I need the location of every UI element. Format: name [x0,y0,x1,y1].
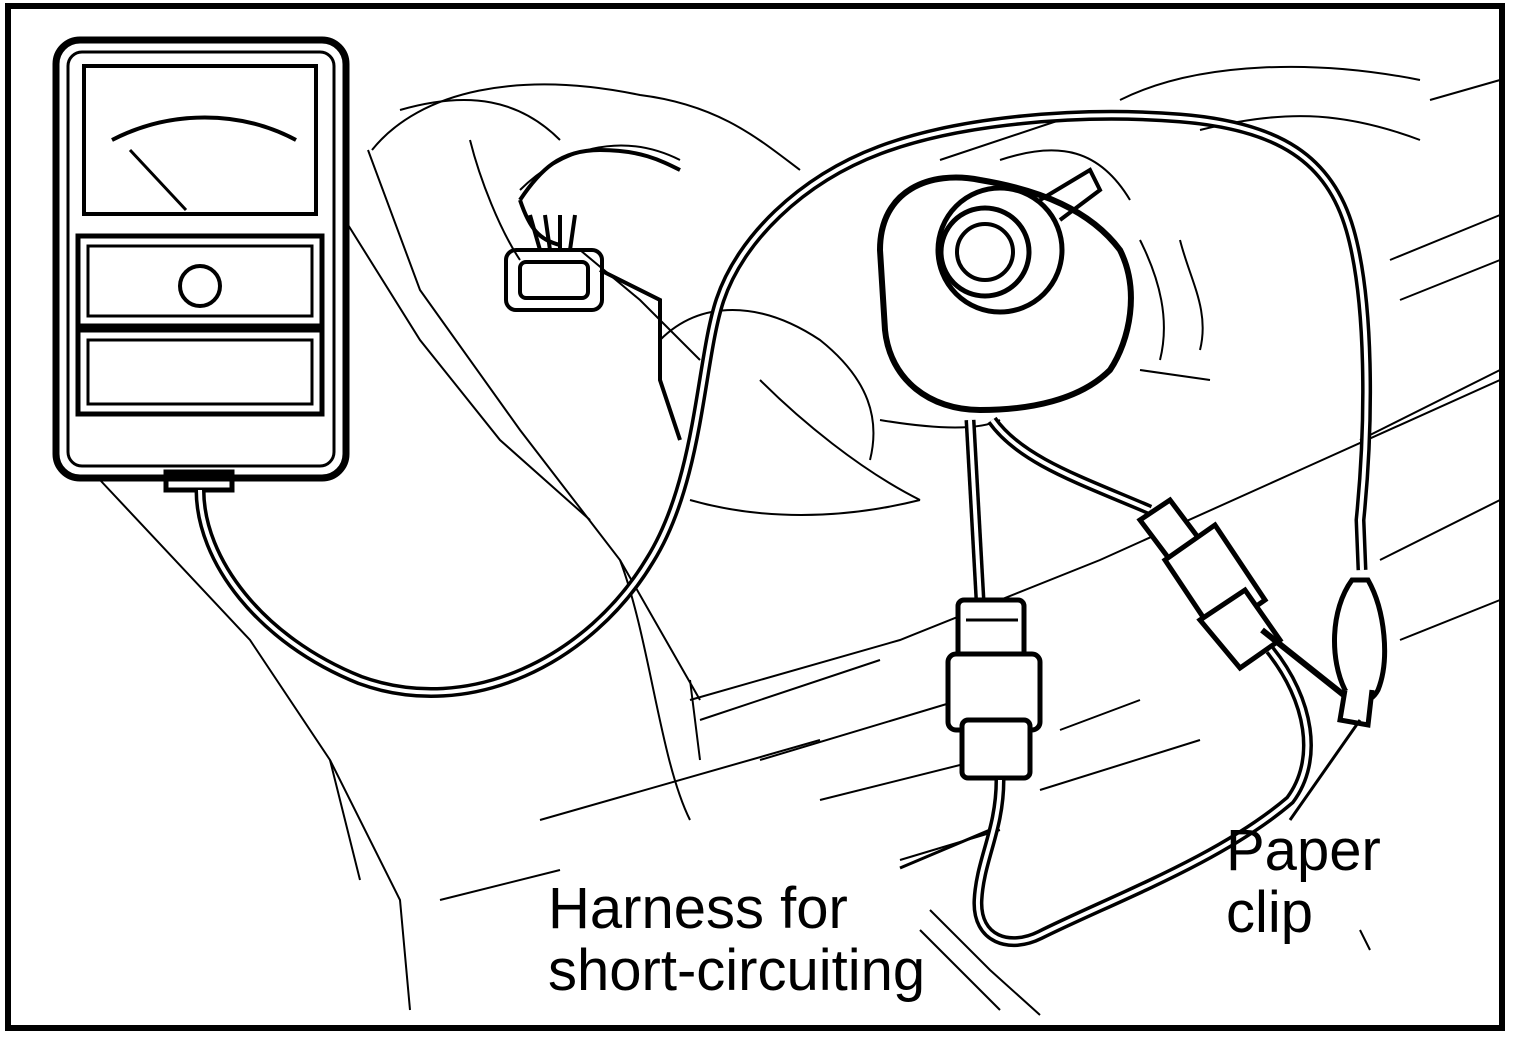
tester-meter [52,36,350,493]
meter-body [52,36,350,482]
engine-bay-background [99,65,1501,1016]
meter-inner-frame [66,50,336,468]
paper-clip-label-line1: Paper [1226,818,1381,883]
alligator-clip [1332,577,1388,728]
meter-lead-wire [194,109,1373,698]
harness-label-line1: Harness for [548,876,848,941]
meter-needle [128,148,188,212]
right-connector-pair [1136,496,1284,672]
round-sensor [876,167,1134,414]
meter-panel-lower [75,327,325,417]
meter-panel-upper-inner [86,244,314,318]
paper-clip-label-line2: clip [1226,880,1314,945]
short-circuit-harness [972,627,1352,948]
check-connector [504,147,682,441]
harness-label: Harness for short-circuiting [548,878,925,1002]
sensor-harness-wires [964,416,1153,601]
left-connector-pair [945,597,1043,781]
paper-clip-label: Paper clip [1226,820,1381,944]
meter-knob [178,264,222,308]
meter-panel-lower-inner [86,338,314,406]
meter-scale-arc [111,115,297,142]
harness-label-line2: short-circuiting [548,938,926,1003]
diagram-border [5,3,1505,1031]
meter-dial-window [82,64,318,216]
leader-lines [899,719,1362,870]
meter-panel-upper [75,233,325,329]
